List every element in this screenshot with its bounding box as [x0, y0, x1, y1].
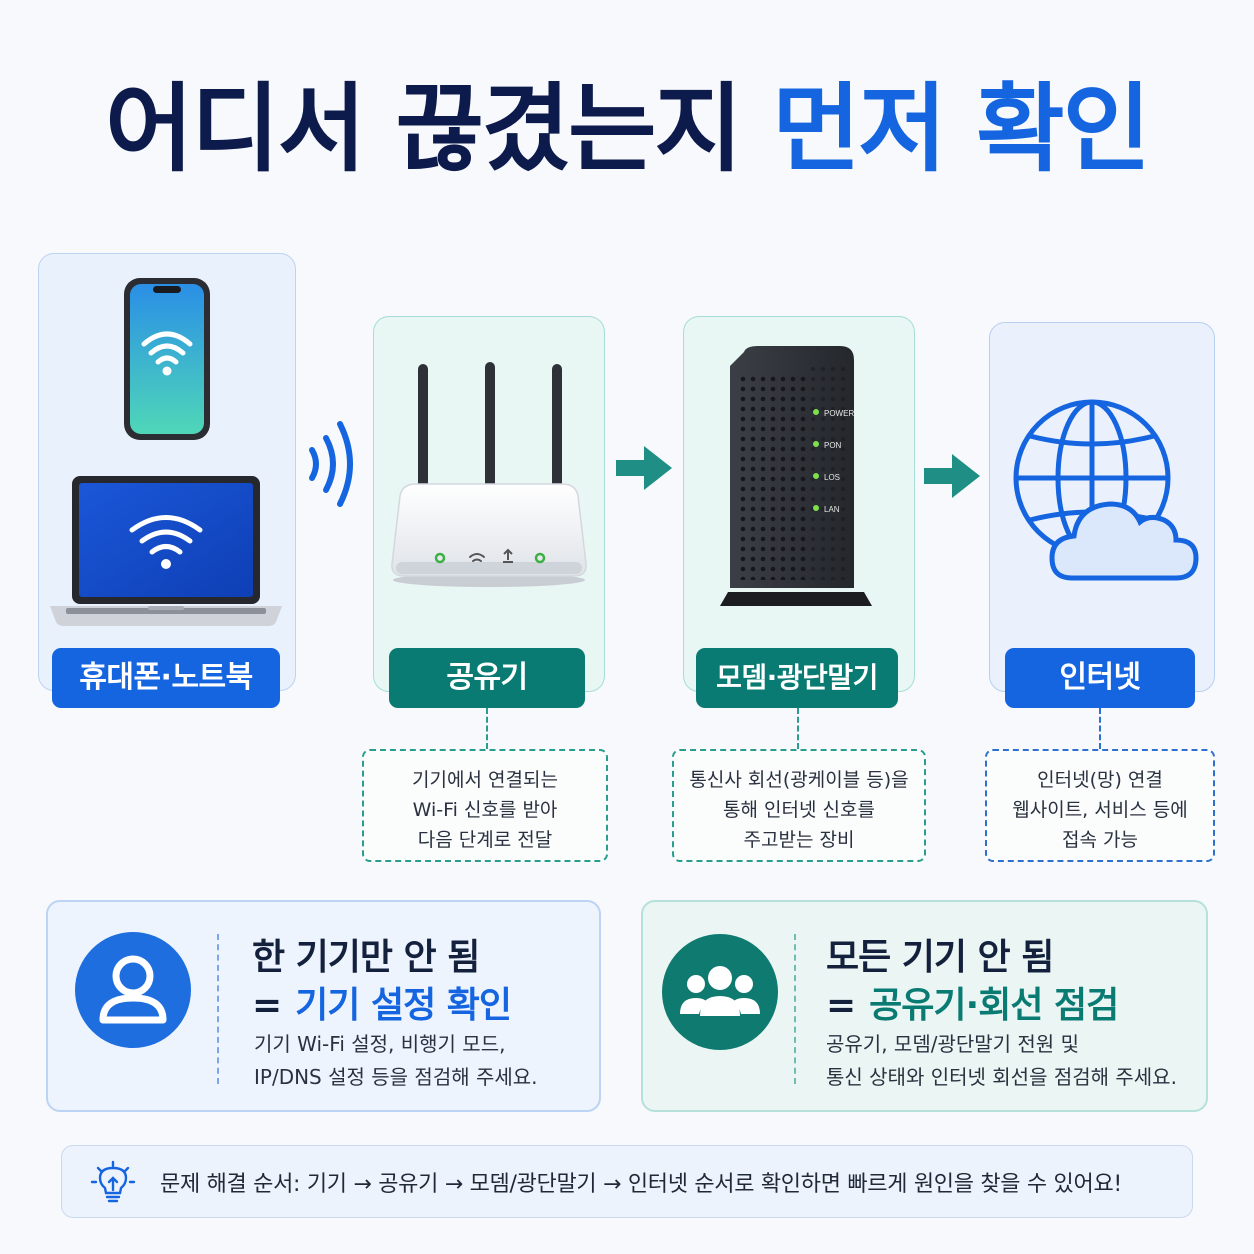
single-case-result: = 기기 설정 확인: [252, 976, 512, 1028]
card-divider: [217, 934, 219, 1084]
modem-icon: POWER PON LOS LAN: [720, 346, 872, 606]
internet-description: 인터넷(망) 연결 웹사이트, 서비스 등에 접속 가능: [985, 749, 1215, 862]
router-icon: [391, 362, 587, 587]
all-case-body: 공유기, 모뎀/광단말기 전원 및 통신 상태와 인터넷 회선을 점검해 주세요…: [826, 1028, 1177, 1094]
group-icon: [662, 934, 778, 1050]
title-main: 어디서 끊겼는지: [105, 73, 743, 185]
wireless-signal-icon: [309, 421, 353, 507]
page-title: 어디서 끊겼는지 먼저 확인: [0, 72, 1254, 187]
router-connector: [486, 708, 488, 749]
single-case-result-text: 기기 설정 확인: [295, 985, 512, 1026]
led-label-los: LOS: [824, 473, 840, 482]
all-devices-card: 모든 기기 안 됨 = 공유기·회선 점검 공유기, 모뎀/광단말기 전원 및 통…: [641, 900, 1208, 1112]
lightbulb-icon: [90, 1160, 136, 1203]
globe-cloud-icon: [1013, 399, 1199, 581]
led-label-pon: PON: [824, 441, 842, 450]
internet-label: 인터넷: [1005, 648, 1195, 708]
tip-bar: 문제 해결 순서: 기기 → 공유기 → 모뎀/광단말기 → 인터넷 순서로 확…: [61, 1145, 1193, 1218]
all-case-title: 모든 기기 안 됨: [826, 937, 1054, 978]
single-device-card: 한 기기만 안 됨 = 기기 설정 확인 기기 Wi-Fi 설정, 비행기 모드,…: [46, 900, 601, 1112]
led-label-lan: LAN: [824, 505, 840, 514]
internet-desc-line: 접속 가능: [1062, 829, 1138, 851]
router-description: 기기에서 연결되는 Wi-Fi 신호를 받아 다음 단계로 전달: [362, 749, 608, 862]
router-desc-line: 기기에서 연결되는: [412, 769, 558, 791]
modem-desc-line: 통신사 회선(광케이블 등)을: [689, 769, 909, 791]
modem-label: 모뎀·광단말기: [696, 648, 898, 708]
all-case-result-text: 공유기·회선 점검: [869, 985, 1119, 1026]
modem-desc-line: 통해 인터넷 신호를: [723, 799, 875, 821]
all-case-body-line: 공유기, 모뎀/광단말기 전원 및: [826, 1032, 1079, 1056]
equals-sign: =: [252, 985, 282, 1026]
single-case-body-line: IP/DNS 설정 등을 점검해 주세요.: [254, 1065, 538, 1089]
modem-desc-line: 주고받는 장비: [743, 829, 855, 851]
router-desc-line: Wi-Fi 신호를 받아: [412, 799, 558, 821]
modem-led-list: POWER PON LOS LAN: [813, 409, 854, 514]
single-case-title: 한 기기만 안 됨: [252, 937, 480, 978]
title-accent: 먼저 확인: [772, 73, 1151, 185]
arrow-right-icon: [616, 446, 672, 490]
modem-connector: [797, 708, 799, 749]
internet-desc-line: 인터넷(망) 연결: [1037, 769, 1163, 791]
user-icon: [75, 932, 191, 1048]
equals-sign: =: [826, 985, 856, 1026]
device-label: 휴대폰·노트북: [52, 648, 280, 708]
router-desc-line: 다음 단계로 전달: [417, 829, 553, 851]
smartphone-icon: [124, 278, 210, 440]
tip-text: 문제 해결 순서: 기기 → 공유기 → 모뎀/광단말기 → 인터넷 순서로 확…: [160, 1172, 1122, 1197]
laptop-icon: [50, 476, 282, 626]
all-case-body-line: 통신 상태와 인터넷 회선을 점검해 주세요.: [826, 1065, 1177, 1089]
arrow-right-icon: [924, 454, 980, 498]
internet-connector: [1099, 708, 1101, 749]
single-case-body-line: 기기 Wi-Fi 설정, 비행기 모드,: [254, 1032, 506, 1056]
single-case-body: 기기 Wi-Fi 설정, 비행기 모드, IP/DNS 설정 등을 점검해 주세…: [254, 1028, 538, 1094]
modem-description: 통신사 회선(광케이블 등)을 통해 인터넷 신호를 주고받는 장비: [672, 749, 926, 862]
all-case-result: = 공유기·회선 점검: [826, 976, 1119, 1028]
router-label: 공유기: [389, 648, 585, 708]
led-label-power: POWER: [824, 409, 854, 418]
internet-desc-line: 웹사이트, 서비스 등에: [1012, 799, 1188, 821]
card-divider: [794, 934, 796, 1084]
